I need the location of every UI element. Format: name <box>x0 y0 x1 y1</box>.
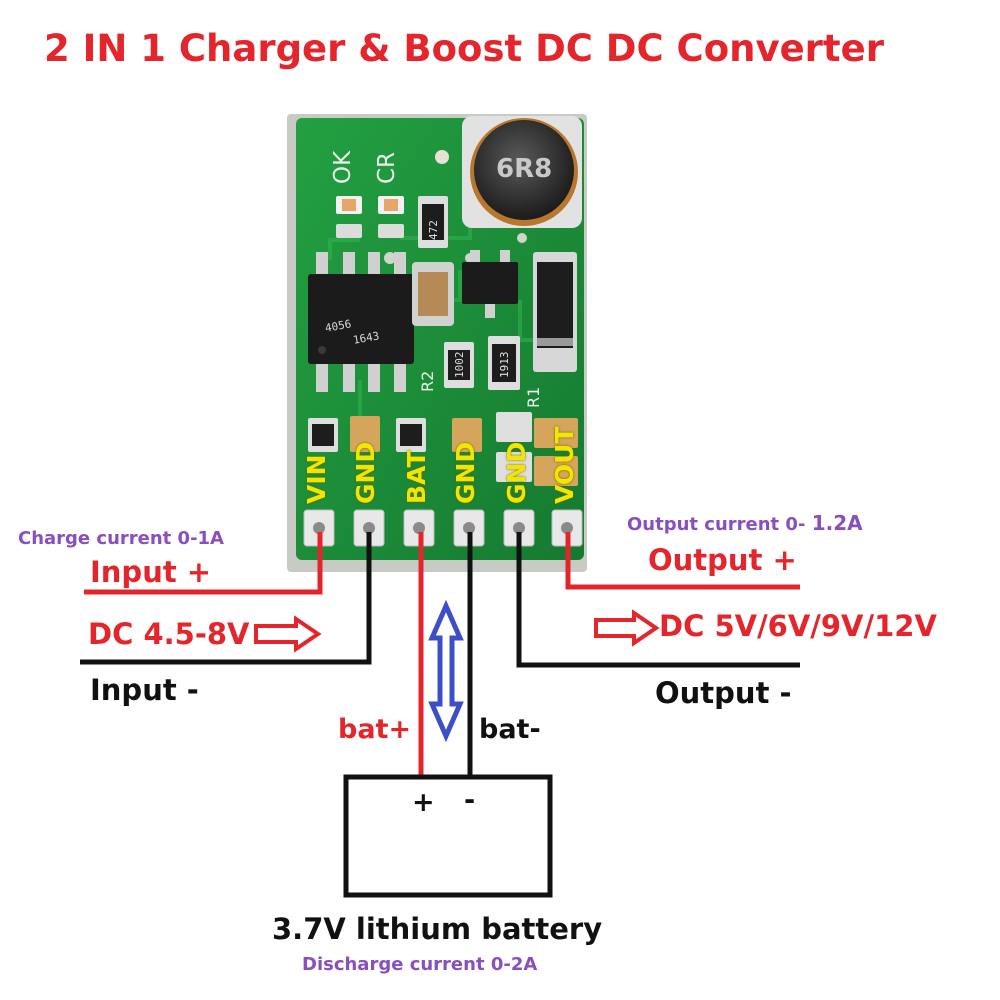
input-plus-wire <box>84 532 323 595</box>
input-dc-range: DC 4.5-8V <box>88 617 250 651</box>
silk-r2: R2 <box>418 370 437 392</box>
battery-minus-sign: - <box>464 785 476 816</box>
pin-pads <box>303 509 583 547</box>
resistor-marking-1913: 1913 <box>498 351 511 379</box>
output-minus-label: Output - <box>655 676 792 710</box>
input-minus-label: Input - <box>90 673 199 707</box>
output-minus-wire <box>516 532 800 668</box>
resistor-472 <box>418 196 448 248</box>
discharge-current-note: Discharge current 0-2A <box>302 954 538 975</box>
charger-ic <box>308 252 414 392</box>
small-components <box>308 412 578 486</box>
bidirectional-arrow-icon <box>428 599 464 743</box>
output-plus-label: Output + <box>648 543 797 577</box>
mounting-hole <box>435 150 449 164</box>
output-current-note: Output current 0- 1.2A <box>627 513 863 534</box>
input-arrow-icon <box>254 615 322 653</box>
capacitor-input <box>412 262 454 326</box>
status-leds <box>336 196 404 238</box>
output-dc-range: DC 5V/6V/9V/12V <box>659 609 937 643</box>
battery-label: 3.7V lithium battery <box>272 912 603 946</box>
output-plus-wire <box>565 532 800 590</box>
diagram-title: 2 IN 1 Charger & Boost DC DC Converter <box>44 27 884 70</box>
resistor-1002 <box>444 342 474 388</box>
wires <box>80 532 800 780</box>
battery-plus-sign: + <box>412 787 435 818</box>
pin-label-vout: VOUT <box>550 426 579 504</box>
output-arrow-icon <box>594 609 660 647</box>
bat-minus-label: bat- <box>479 714 541 745</box>
pin-label-gnd-1: GND <box>351 441 380 504</box>
input-minus-wire <box>80 532 372 665</box>
schottky-diode <box>533 252 577 372</box>
led-label-cr: CR <box>374 151 400 184</box>
inductor <box>462 116 582 228</box>
silk-r1: R1 <box>524 386 543 408</box>
led-label-ok: OK <box>330 150 356 184</box>
pin-label-gnd-2: GND <box>451 441 480 504</box>
pin-label-gnd-3: GND <box>502 441 531 504</box>
resistor-1913 <box>488 336 520 390</box>
output-current-prefix: Output current 0- <box>627 514 812 535</box>
inductor-marking: 6R8 <box>496 154 553 184</box>
resistor-marking-472: 472 <box>427 220 440 240</box>
pin-label-bat: BAT <box>402 450 431 504</box>
bat-plus-label: bat+ <box>338 714 412 745</box>
pin-label-vin: VIN <box>302 454 331 504</box>
boost-ic <box>462 250 518 318</box>
input-plus-label: Input + <box>90 555 212 589</box>
output-current-value: 1.2A <box>811 511 863 535</box>
charge-current-note: Charge current 0-1A <box>18 528 224 549</box>
resistor-marking-1002: 1002 <box>453 351 466 379</box>
battery-body <box>343 774 553 898</box>
